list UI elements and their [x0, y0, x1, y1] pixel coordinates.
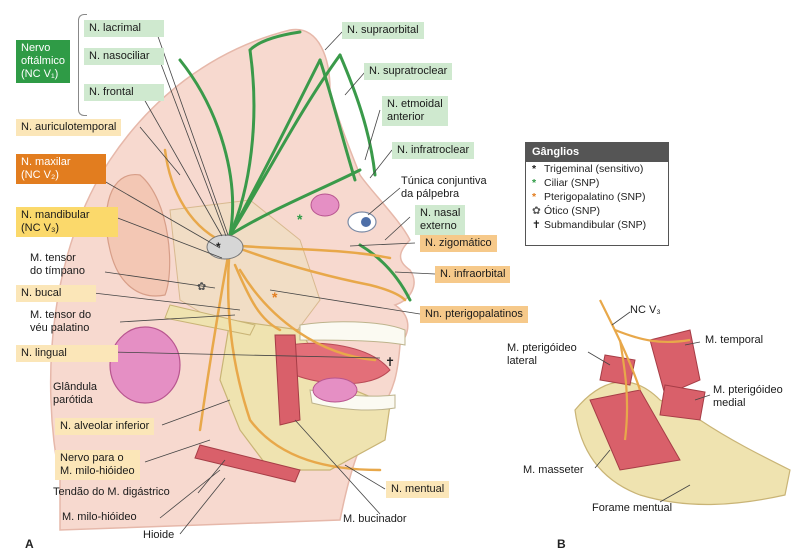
label-n-supratroclear: N. supratroclear [364, 63, 453, 80]
ganglia-legend: Gânglios * Trigeminal (sensitivo) * Ciliar … [525, 142, 669, 246]
cranial-cut [169, 199, 321, 341]
submandibular-gland [312, 377, 358, 403]
label-glandula-parotida: Glândula parótida [53, 381, 98, 406]
ciliary-marker: * [297, 211, 303, 227]
label-m-pterigoideo-lateral: M. pterigóideo lateral [507, 342, 577, 367]
legend-text: Pterigopalatino (SNP) [544, 191, 646, 203]
ophthalmic-nerve-branches [178, 30, 412, 302]
panel-b-letter: B [557, 537, 566, 551]
nc-v3-branches-b [599, 299, 691, 441]
panel-a-letter: A [25, 537, 34, 551]
label-tunica-conjuntiva: Túnica conjuntiva da pálpebra [401, 175, 487, 200]
legend-symbol: ✝ [532, 219, 541, 231]
legend-symbol: * [532, 191, 537, 203]
label-n-zigomatico: N. zigomático [420, 235, 497, 252]
legend-item: * Pterigopalatino (SNP) [526, 190, 668, 204]
legend-text: Submandibular (SNP) [544, 219, 647, 231]
label-n-auriculotemporal: N. auriculotemporal [16, 119, 122, 136]
label-m-temporal: M. temporal [705, 334, 764, 346]
label-m-tensor-timpano: M. tensor do tímpano [30, 252, 86, 277]
label-n-infratroclear: N. infratroclear [392, 142, 475, 159]
maxillary-mandibular-branches [163, 148, 407, 472]
pterygopalatine-marker: * [272, 289, 278, 305]
label-m-bucinador: M. bucinador [343, 513, 407, 525]
label-tendao-digastrico: Tendão do M. digástrico [53, 486, 170, 498]
legend-symbol: * [532, 177, 537, 189]
label-n-mentual: N. mentual [386, 481, 450, 498]
iris [361, 217, 371, 227]
temporal-muscle [649, 329, 701, 396]
label-n-lacrimal: N. lacrimal [84, 20, 164, 37]
legend-item: ✝Submandibular (SNP) [526, 218, 668, 232]
legend-item: * Trigeminal (sensitivo) [526, 162, 668, 176]
legend-title: Gânglios [526, 143, 668, 162]
masseter-muscle [589, 389, 681, 471]
otic-marker: ✿ [197, 281, 206, 293]
legend-item: * Ciliar (SNP) [526, 176, 668, 190]
label-m-milo-hioideo: M. milo-hióideo [62, 511, 137, 523]
digastric-muscle [194, 444, 301, 483]
legend-text: Trigeminal (sensitivo) [544, 163, 644, 175]
ophthalmic-bracket [78, 14, 87, 116]
label-nervo-milo-hioideo: Nervo para o M. milo-hióideo [55, 450, 140, 480]
label-hioide: Hioide [143, 529, 175, 541]
buccinator-muscle [274, 334, 301, 426]
leader-lines [84, 27, 436, 535]
upper-teeth [299, 321, 406, 346]
label-n-supraorbital: N. supraorbital [342, 22, 424, 39]
leader-lines-b [587, 311, 711, 503]
label-n-bucal: N. bucal [16, 285, 96, 302]
label-nc-v3: NC V₃ [630, 304, 661, 316]
legend-text: Ciliar (SNP) [544, 177, 600, 189]
label-forame-mentual: Forame mentual [592, 502, 673, 514]
label-n-etmoidal-anterior: N. etmoidal anterior [382, 96, 448, 126]
lacrimal-gland [310, 193, 340, 217]
label-n-alveolar-inferior: N. alveolar inferior [55, 418, 155, 435]
label-n-frontal: N. frontal [84, 84, 164, 101]
label-nervo-oftalmico: Nervo oftálmico (NC V₁) [16, 40, 71, 83]
label-n-maxilar: N. maxilar (NC V₂) [16, 154, 106, 184]
medial-pterygoid [659, 384, 706, 421]
lateral-pterygoid [599, 354, 636, 386]
submandibular-marker: ✝ [385, 355, 395, 369]
legend-symbol: ✿ [532, 205, 541, 217]
ear [105, 174, 171, 297]
label-n-nasal-externo: N. nasal externo [415, 205, 466, 235]
label-m-tensor-veu: M. tensor do véu palatino [30, 309, 92, 334]
tongue [289, 342, 391, 385]
legend-text: Ótico (SNP) [544, 205, 601, 217]
label-n-infraorbital: N. infraorbital [435, 266, 511, 283]
label-m-masseter: M. masseter [523, 464, 584, 476]
label-n-nasociliar: N. nasociliar [84, 48, 164, 65]
trigeminal-ganglion [206, 234, 244, 260]
parotid-gland [109, 326, 181, 404]
label-nn-pterigopalatinos: Nn. pterigopalatinos [420, 306, 528, 323]
legend-item: ✿Ótico (SNP) [526, 204, 668, 218]
legend-symbol: * [532, 163, 537, 175]
stylo-process [164, 304, 256, 336]
label-m-pterigoideo-medial: M. pterigóideo medial [713, 384, 783, 409]
label-n-lingual: N. lingual [16, 345, 118, 362]
label-n-mandibular: N. mandibular (NC V₃) [16, 207, 118, 237]
